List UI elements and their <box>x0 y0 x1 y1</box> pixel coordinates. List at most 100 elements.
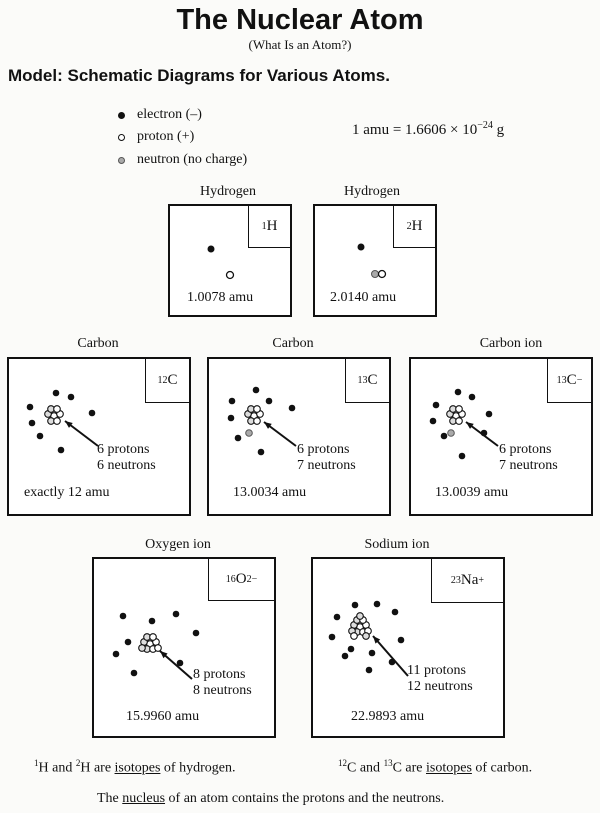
legend-electron: electron (–) <box>118 107 202 123</box>
c13ion-symbol: C <box>566 372 577 388</box>
na23-symbol: Na <box>460 572 479 588</box>
footnote-text: C and <box>347 760 384 776</box>
nucleus-proton <box>53 417 61 425</box>
footnote-sup: 13 <box>383 758 393 768</box>
c13-mass-number: 13 <box>357 375 368 386</box>
electron <box>257 448 265 456</box>
electron <box>57 446 65 454</box>
footnote-sup: 2 <box>75 758 81 768</box>
proton-dot-icon <box>118 133 125 141</box>
electron <box>440 432 448 440</box>
c13-counts: 6 protons 7 neutrons <box>297 442 356 474</box>
c13-mass: 13.0034 amu <box>233 485 307 500</box>
electron <box>52 389 60 397</box>
electron <box>432 401 440 409</box>
electron <box>234 434 242 442</box>
electron <box>468 393 476 401</box>
nucleus-proton <box>253 405 261 413</box>
footnote-underlined-term: isotopes <box>114 760 161 776</box>
c12-protons: 6 protons <box>97 442 150 457</box>
na23-mass: 22.9893 amu <box>351 709 425 724</box>
arrow-line <box>372 635 409 677</box>
c13-protons: 6 protons <box>297 442 350 457</box>
nucleus-neutron <box>356 612 364 620</box>
electron <box>207 245 215 253</box>
h2-mass-number: 2 <box>406 221 412 232</box>
electron <box>227 414 235 422</box>
electron <box>26 403 34 411</box>
footnote-nucleus: The nucleus of an atom contains the prot… <box>97 791 444 807</box>
c13ion-mass: 13.0039 amu <box>435 485 509 500</box>
legend-neutron: neutron (no charge) <box>118 152 247 168</box>
neutron <box>447 429 455 437</box>
h1-atom <box>207 245 235 280</box>
footnote-underlined-term: isotopes <box>426 760 472 776</box>
o16-protons: 8 protons <box>193 667 246 682</box>
page-title: The Nuclear Atom <box>176 4 424 36</box>
electron <box>67 393 75 401</box>
electron <box>88 409 96 417</box>
c13-neutrons: 7 neutrons <box>297 458 356 473</box>
o16-atom <box>112 610 200 680</box>
h2-atom <box>357 243 387 279</box>
electron <box>119 612 127 620</box>
footnote-text: of hydrogen. <box>160 760 236 776</box>
nucleus-proton <box>455 405 463 413</box>
electron <box>391 608 399 616</box>
arrow-head-icon <box>65 421 73 428</box>
footnote-text: H and <box>38 760 76 776</box>
model-heading: Model: Schematic Diagrams for Various At… <box>8 66 390 85</box>
c12-counts: 6 protons 6 neutrons <box>97 442 156 474</box>
electron <box>192 629 200 637</box>
na23-label: Sodium ion <box>364 537 430 552</box>
footnote-text: of carbon. <box>471 760 533 776</box>
proton <box>225 270 235 280</box>
h2-label: Hydrogen <box>344 184 400 199</box>
h1-symbol: H <box>266 218 278 234</box>
footnote-hydrogen-isotopes: 1H and 2H are isotopes of hydrogen. <box>34 758 235 777</box>
electron <box>148 617 156 625</box>
electron <box>485 410 493 418</box>
footnote-text: H are <box>80 760 115 776</box>
arrow-head-icon <box>264 422 272 429</box>
c12-mass: exactly 12 amu <box>24 485 110 500</box>
c12-atom <box>26 389 99 454</box>
nucleus-proton <box>350 632 358 640</box>
nucleus-neutron <box>362 632 370 640</box>
h1-mass-number: 1 <box>261 221 267 232</box>
electron <box>176 659 184 667</box>
o16-label: Oxygen ion <box>145 537 211 552</box>
electron <box>130 669 138 677</box>
proton <box>377 269 387 279</box>
arrow-head-icon <box>160 651 168 659</box>
legend-electron-label: electron (–) <box>137 107 202 122</box>
electron <box>328 633 336 641</box>
amu-unit: g <box>492 122 505 138</box>
c13ion-neutrons: 7 neutrons <box>499 458 558 473</box>
c13ion-atom <box>429 388 499 460</box>
legend-proton: proton (+) <box>118 129 194 145</box>
legend-neutron-label: neutron (no charge) <box>137 152 248 167</box>
h2-mass: 2.0140 amu <box>330 290 397 305</box>
electron <box>357 243 365 251</box>
electron <box>288 404 296 412</box>
o16-mass-number: 16 <box>225 574 236 585</box>
nucleus-proton <box>455 417 463 425</box>
neutron-dot-icon <box>118 156 125 164</box>
na23-atom <box>328 600 409 677</box>
electron <box>351 601 359 609</box>
page-subtitle: (What Is an Atom?) <box>248 37 352 52</box>
footnote-text: of an atom contains the protons and the … <box>165 791 445 806</box>
electron <box>454 388 462 396</box>
electron <box>373 600 381 608</box>
c12-symbol: C <box>167 372 178 388</box>
